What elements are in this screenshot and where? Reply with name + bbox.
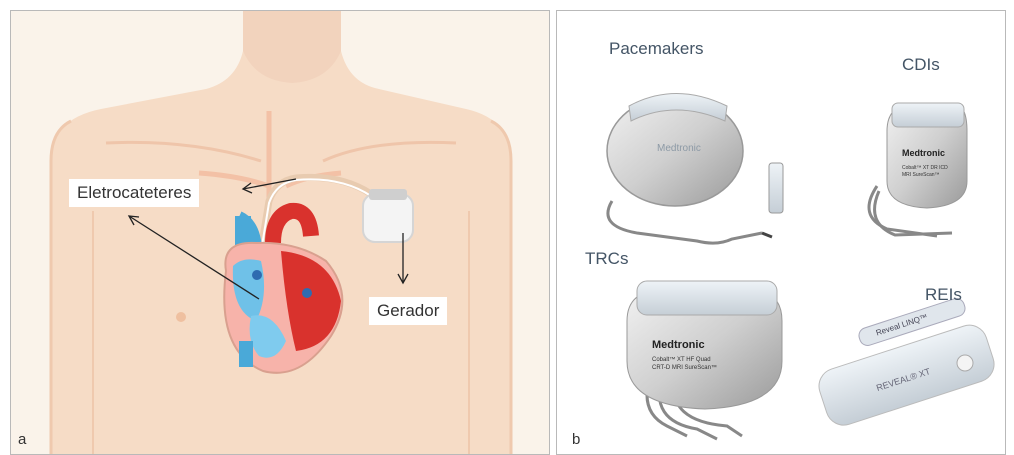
devices-illustration: Medtronic Cobalt™ XT DR ICD MRI SureScan… bbox=[557, 11, 1005, 454]
leads-label: Eletrocateteres bbox=[69, 179, 199, 207]
title-cdis: CDIs bbox=[902, 55, 940, 75]
trc-header bbox=[637, 281, 777, 315]
panel-a-illustration: Eletrocateteres Gerador a bbox=[10, 10, 550, 455]
generator-header bbox=[369, 189, 407, 200]
pacemaker-device bbox=[607, 94, 783, 244]
leadless-pacemaker bbox=[769, 163, 783, 213]
cdi-header bbox=[892, 103, 964, 127]
generator-label: Gerador bbox=[369, 297, 447, 325]
trc-brand-text: Medtronic bbox=[652, 339, 705, 351]
pacemaker-lead bbox=[608, 201, 762, 243]
title-pacemakers: Pacemakers bbox=[609, 39, 703, 59]
inferior-vena-cava bbox=[239, 341, 253, 367]
rei-button-circle bbox=[957, 355, 973, 371]
panel-letter-b: b bbox=[572, 431, 580, 448]
trc-model-line1: Cobalt™ XT HF Quad bbox=[652, 356, 711, 363]
chest-illustration bbox=[11, 11, 549, 454]
title-reis: REIs bbox=[925, 285, 962, 305]
cdi-model-line2: MRI SureScan™ bbox=[902, 172, 940, 178]
pacemaker-generator bbox=[363, 194, 413, 242]
panel-b-devices: Medtronic Cobalt™ XT DR ICD MRI SureScan… bbox=[556, 10, 1006, 455]
title-trcs: TRCs bbox=[585, 249, 628, 269]
pacemaker-brand-text: Medtronic bbox=[657, 143, 701, 154]
valve-marker-2 bbox=[302, 288, 312, 298]
cdi-brand-text: Medtronic bbox=[902, 148, 945, 158]
trc-model-line2: CRT-D MRI SureScan™ bbox=[652, 364, 717, 371]
panel-letter-a: a bbox=[18, 431, 26, 448]
pacemaker-lead-tip bbox=[762, 233, 772, 237]
left-nipple bbox=[176, 312, 186, 322]
rei-device bbox=[814, 296, 998, 429]
cdi-model-line1: Cobalt™ XT DR ICD bbox=[902, 165, 948, 171]
valve-marker-1 bbox=[252, 270, 262, 280]
